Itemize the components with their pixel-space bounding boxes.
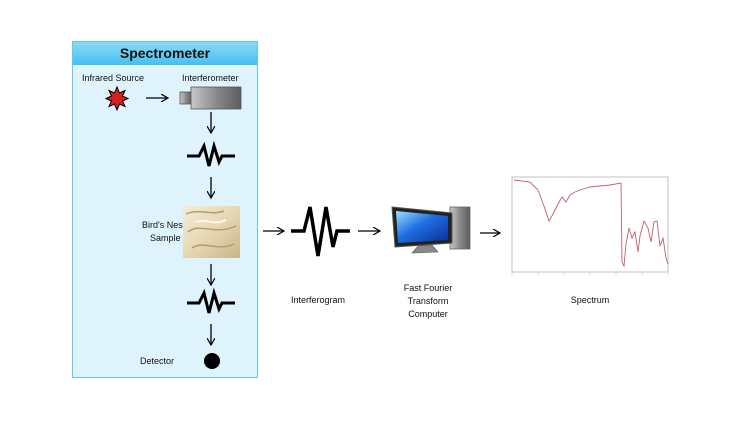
computer-label-line1: Fast Fourier [403,283,453,293]
detector-label: Detector [140,356,175,366]
computer-label-line2: Transform [407,296,449,306]
wave-signal-icon [187,140,235,167]
monitor-icon [391,206,471,254]
interferometer-icon [179,86,242,110]
computer-label-line3: Computer [408,309,448,319]
infrared-source-label: Infrared Source [82,73,145,83]
wave-signal-icon [187,287,235,314]
sample-label-line1: Bird's Nest [142,220,186,230]
interferogram-label: Interferogram [290,295,346,305]
interferometer-label: Interferometer [182,73,239,83]
starburst-icon [104,85,130,112]
wave-signal-icon [291,206,350,257]
detector-dot-icon [204,353,220,369]
spectrum-plot [511,176,669,275]
spectrum-label: Spectrum [570,295,610,305]
sample-photo [183,206,240,258]
sample-label-line2: Sample [150,233,181,243]
panel-title: Spectrometer [73,42,257,65]
